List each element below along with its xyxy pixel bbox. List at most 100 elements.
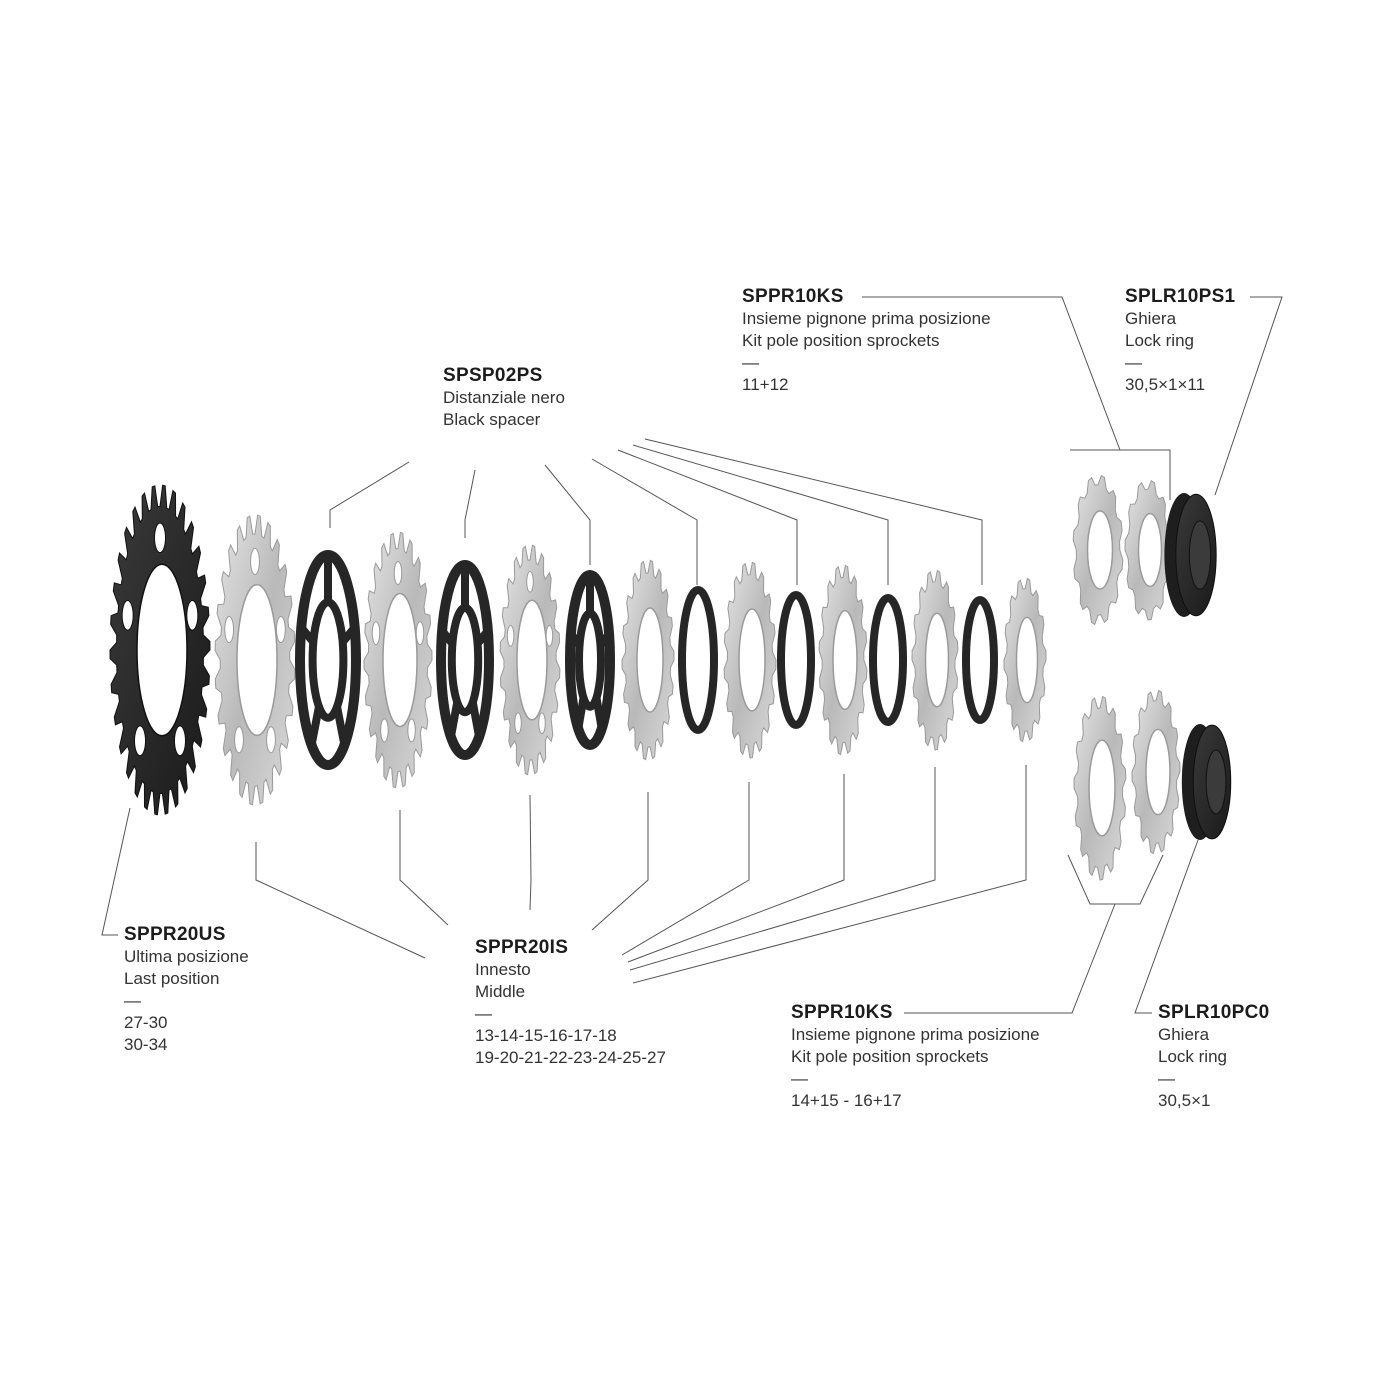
part-code: SPPR10KS xyxy=(791,1002,893,1023)
spacer-spoke xyxy=(592,697,606,730)
spacer-spoke xyxy=(446,701,462,738)
spacer-ring xyxy=(678,586,718,734)
sprocket-sppr20us xyxy=(109,484,211,816)
part-name-it: Insieme pignone prima posizione xyxy=(742,309,991,328)
spacer-black-2 xyxy=(436,560,494,760)
part-size: 30,5×1×11 xyxy=(1125,375,1206,394)
leader-line xyxy=(591,458,698,585)
leader-line xyxy=(904,903,1116,1014)
lightening-hole xyxy=(538,712,546,735)
lockring-splines xyxy=(1205,749,1227,815)
spacer-inner-ring xyxy=(447,603,483,717)
lightening-hole xyxy=(173,725,186,757)
sprocket-bore xyxy=(1086,510,1114,590)
sprocket-bore xyxy=(1137,512,1163,588)
part-code: SPLR10PS1 xyxy=(1125,286,1236,307)
leader-line xyxy=(101,807,131,936)
leader-line xyxy=(621,782,750,956)
sprocket-bore xyxy=(832,609,858,711)
separator-dash: — xyxy=(475,1004,492,1023)
separator-dash: — xyxy=(1158,1069,1175,1088)
lightening-hole xyxy=(275,615,286,644)
callout-sppr10ks-top: SPPR10KS Insieme pignone prima posizione… xyxy=(742,286,991,396)
sprocket-6 xyxy=(818,564,868,756)
part-code: SPPR20IS xyxy=(475,937,569,958)
spacer-spoke xyxy=(474,628,491,647)
leader-line xyxy=(464,469,476,538)
part-size: 27-30 xyxy=(124,1013,168,1032)
separator-dash: — xyxy=(1125,353,1142,372)
spacer-black-6 xyxy=(869,594,907,726)
spacer-spoke xyxy=(567,631,583,648)
part-name-en: Kit pole position sprockets xyxy=(742,331,940,350)
lightening-hole xyxy=(393,560,403,585)
part-name-it: Insieme pignone prima posizione xyxy=(791,1025,1040,1044)
sprocket-1 xyxy=(214,514,296,806)
leader-line xyxy=(255,842,426,959)
leader-line xyxy=(591,792,649,931)
part-size: 14+15 - 16+17 xyxy=(791,1091,902,1110)
separator-dash: — xyxy=(791,1069,808,1088)
part-size: 13-14-15-16-17-18 xyxy=(475,1026,617,1045)
kit-top-sprocket-12 xyxy=(1072,474,1124,626)
kit-bottom-sprocket-b xyxy=(1131,689,1181,855)
sprocket-bore xyxy=(1088,739,1116,837)
kit-top-sprocket-11 xyxy=(1124,479,1172,621)
leader-line xyxy=(862,296,1121,451)
part-code: SPPR20US xyxy=(124,924,226,945)
spacer-spoke xyxy=(339,625,358,645)
sprocket-5 xyxy=(723,561,777,759)
leader-line xyxy=(617,449,798,585)
callout-sppr20us: SPPR20US Ultima posizione Last position … xyxy=(124,924,249,1056)
kit-bottom-sprocket-a xyxy=(1073,695,1127,881)
sprocket-bore xyxy=(924,612,950,708)
leader-line xyxy=(644,438,983,585)
lightening-hole xyxy=(415,621,425,646)
sprocket-bore xyxy=(136,563,188,737)
spacer-black-7 xyxy=(962,596,998,724)
leader-line xyxy=(632,765,1027,984)
spacer-black-5 xyxy=(777,591,815,729)
part-name-en: Middle xyxy=(475,982,526,1001)
part-code: SPSP02PS xyxy=(443,365,543,386)
part-code: SPPR10KS xyxy=(742,286,844,307)
spacer-spoke xyxy=(574,697,588,730)
leader-line xyxy=(627,774,845,963)
spacer-inner-ring xyxy=(308,598,348,722)
leader-line xyxy=(632,444,889,585)
lightening-hole xyxy=(371,621,381,646)
callout-splr10pc0: SPLR10PC0 Ghiera Lock ring — 30,5×1 xyxy=(1158,1002,1269,1112)
leader-line xyxy=(399,810,449,926)
lightening-hole xyxy=(506,624,515,647)
lightening-hole xyxy=(250,547,260,575)
lightening-hole xyxy=(154,522,166,554)
leader-line xyxy=(1067,854,1164,905)
sprocket-7 xyxy=(911,569,959,751)
part-size: 30-34 xyxy=(124,1035,168,1054)
lightening-hole xyxy=(224,615,235,644)
callout-spsp02ps: SPSP02PS Distanziale nero Black spacer xyxy=(443,365,565,431)
part-name-en: Lock ring xyxy=(1158,1047,1227,1066)
leader-line xyxy=(544,464,591,565)
spacer-spoke xyxy=(439,628,456,647)
spacer-ring xyxy=(777,591,815,729)
sprocket-8 xyxy=(1003,577,1047,743)
leader-line xyxy=(1214,296,1283,496)
part-name-it: Distanziale nero xyxy=(443,388,565,407)
separator-dash: — xyxy=(742,353,759,372)
sprocket-4 xyxy=(621,559,675,761)
callout-splr10ps1: SPLR10PS1 Ghiera Lock ring — 30,5×1×11 xyxy=(1125,286,1235,396)
part-size: 30,5×1 xyxy=(1158,1091,1211,1110)
spacer-inner-ring xyxy=(575,609,605,711)
sprocket-2 xyxy=(363,531,433,789)
lightening-hole xyxy=(134,725,147,757)
lightening-hole xyxy=(186,599,199,631)
lightening-hole xyxy=(380,718,389,743)
sprocket-bore xyxy=(516,599,548,721)
spacer-black-1 xyxy=(295,550,361,770)
part-size: 11+12 xyxy=(742,375,789,394)
separator-dash: — xyxy=(124,991,141,1010)
leader-line xyxy=(329,461,410,528)
